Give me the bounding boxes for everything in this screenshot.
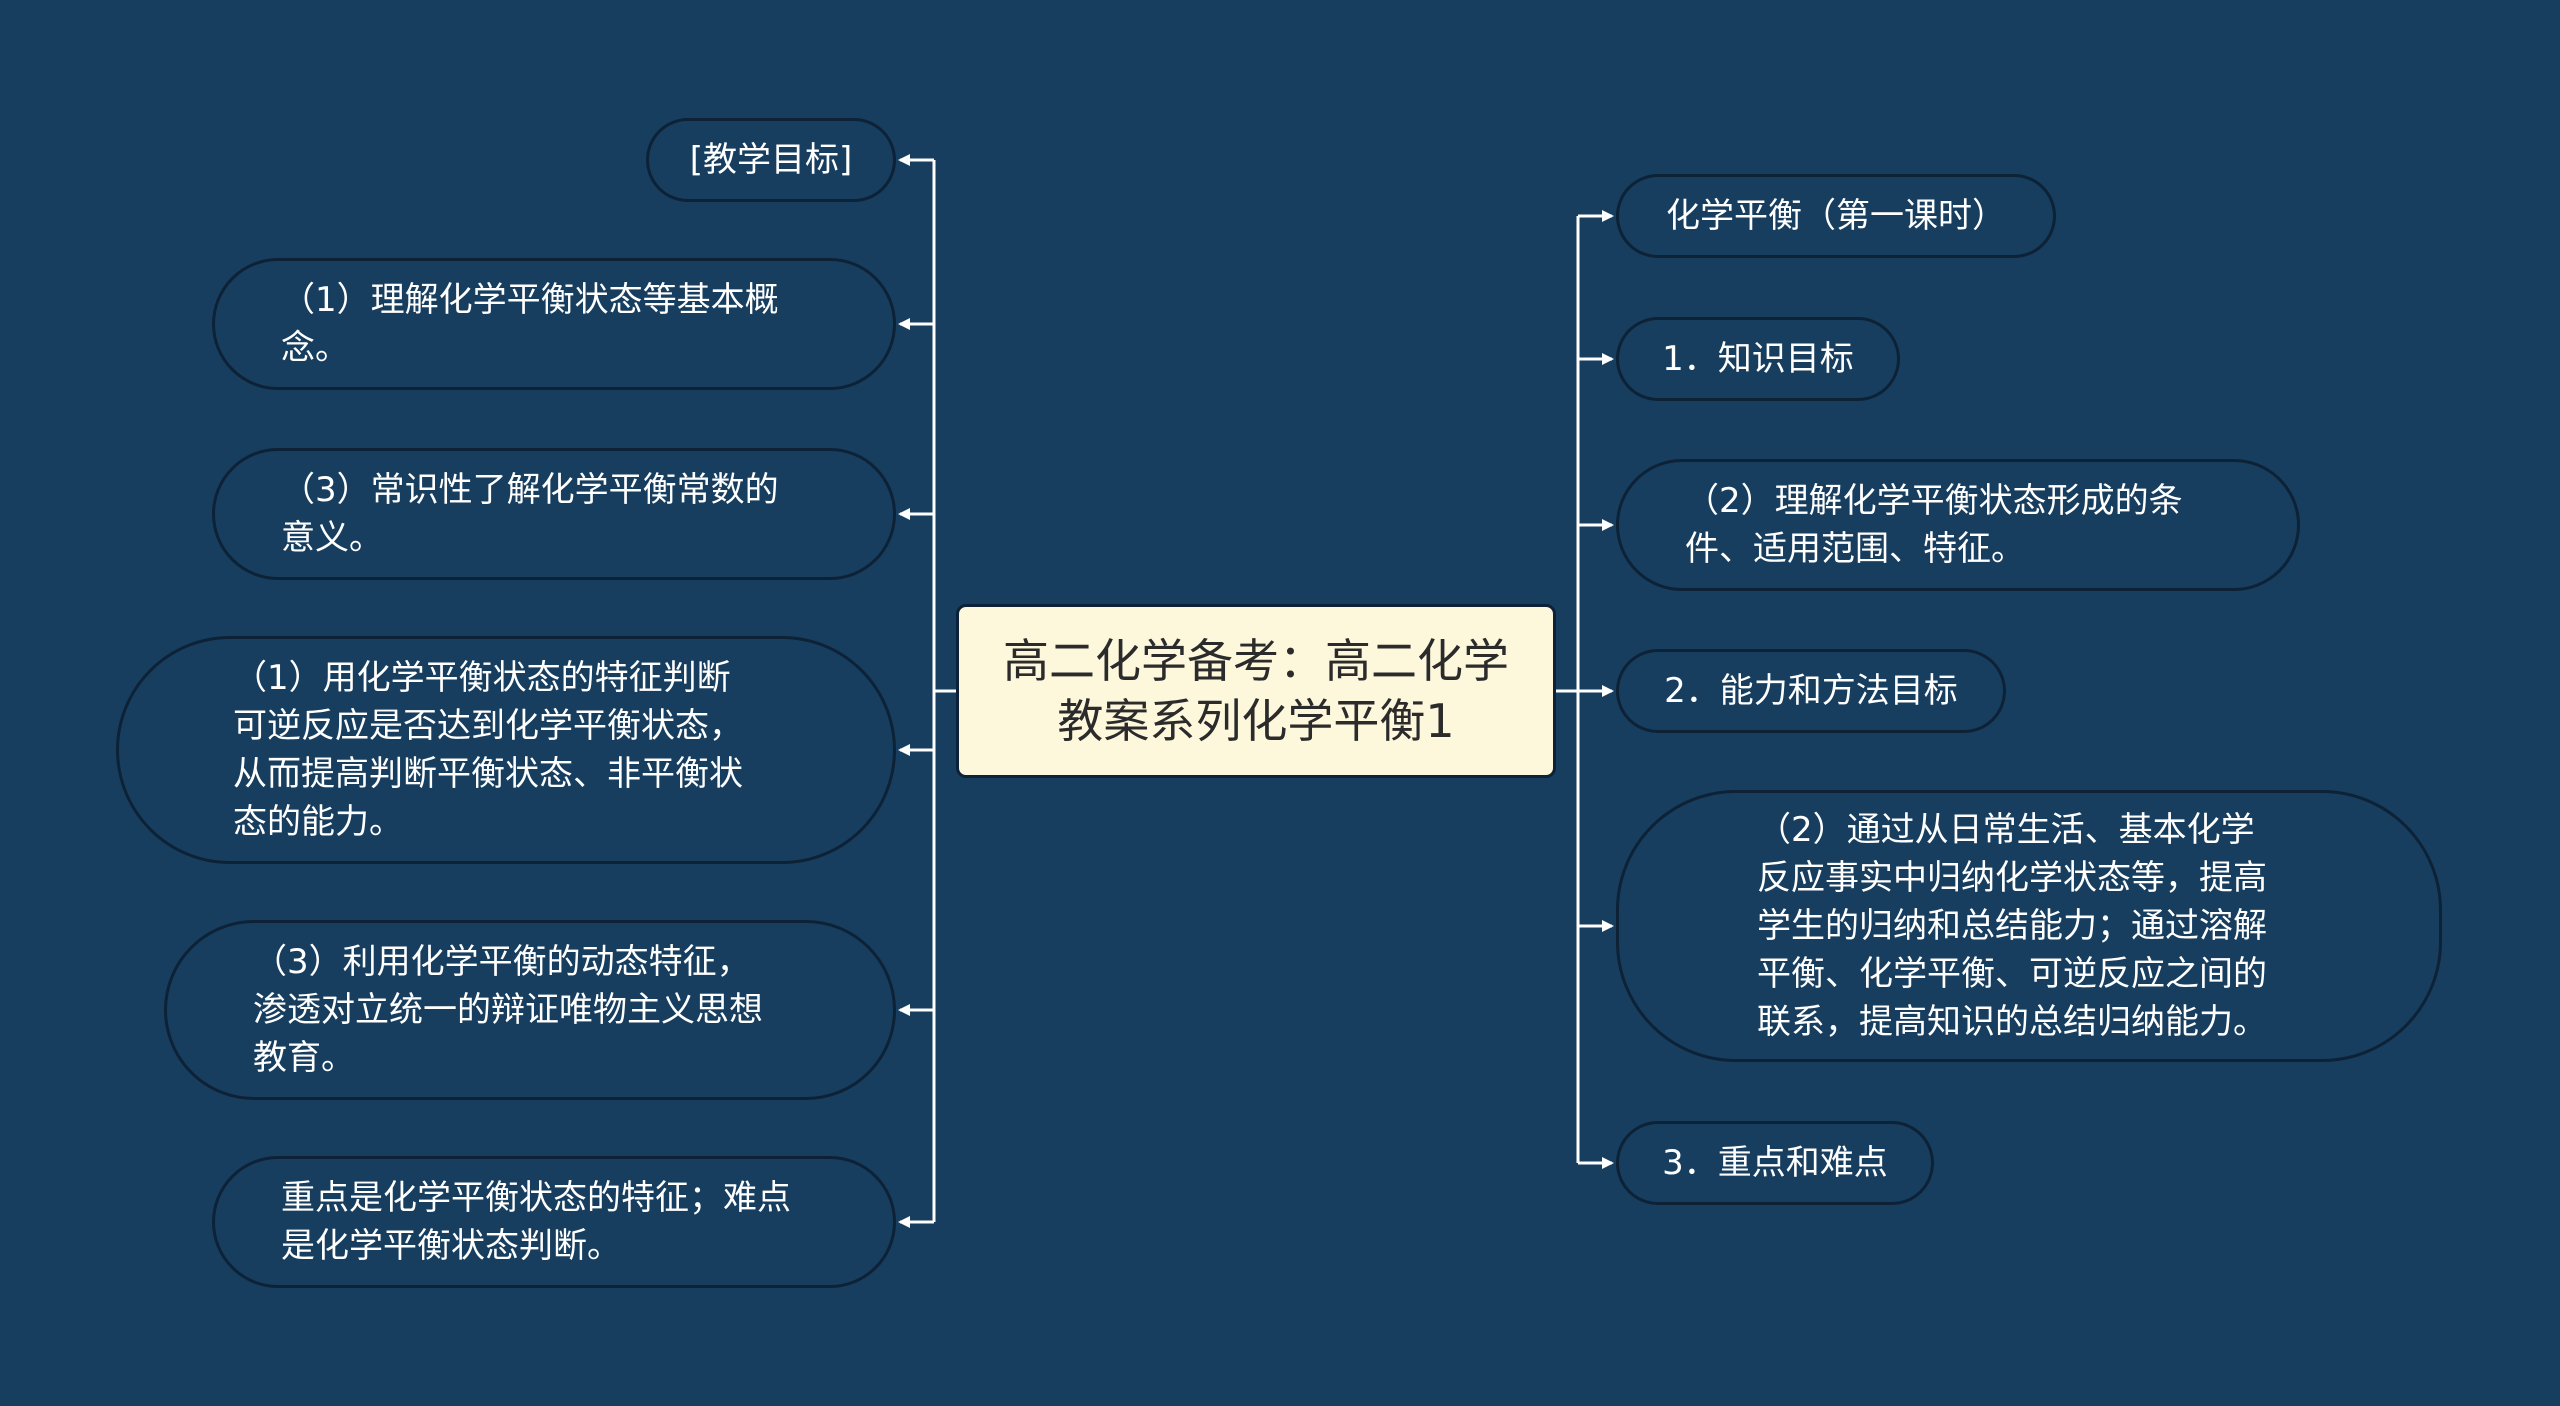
right-node-label: 2．能力和方法目标 — [1664, 671, 1958, 711]
right-node-label: （2）理解化学平衡状态形成的条 件、适用范围、特征。 — [1685, 481, 2183, 569]
right-node-label: 3．重点和难点 — [1662, 1143, 1888, 1183]
left-node-label: [教学目标] — [689, 140, 853, 180]
left-node-label: 重点是化学平衡状态的特征；难点 是化学平衡状态判断。 — [281, 1178, 791, 1266]
right-node-induction-ability[interactable]: （2）通过从日常生活、基本化学 反应事实中归纳化学状态等，提高 学生的归纳和总结… — [1616, 790, 2442, 1062]
right-node-knowledge-goals[interactable]: 1．知识目标 — [1616, 317, 1900, 401]
right-node-ability-goals[interactable]: 2．能力和方法目标 — [1616, 649, 2006, 733]
root-node-label: 高二化学备考：高二化学 教案系列化学平衡1 — [1003, 634, 1509, 748]
left-node-label: （1）理解化学平衡状态等基本概 念。 — [281, 280, 779, 368]
left-node-judge-equilibrium[interactable]: （1）用化学平衡状态的特征判断 可逆反应是否达到化学平衡状态， 从而提高判断平衡… — [116, 636, 896, 864]
left-node-label: （3）利用化学平衡的动态特征， 渗透对立统一的辩证唯物主义思想 教育。 — [253, 942, 763, 1078]
left-node-label: （1）用化学平衡状态的特征判断 可逆反应是否达到化学平衡状态， 从而提高判断平衡… — [233, 658, 743, 842]
right-node-label: （2）通过从日常生活、基本化学 反应事实中归纳化学状态等，提高 学生的归纳和总结… — [1757, 810, 2267, 1042]
right-node-formation-conditions[interactable]: （2）理解化学平衡状态形成的条 件、适用范围、特征。 — [1616, 459, 2300, 591]
left-node-label: （3）常识性了解化学平衡常数的 意义。 — [281, 470, 779, 558]
right-node-label: 化学平衡（第一课时） — [1666, 196, 2006, 236]
left-node-equilibrium-constant[interactable]: （3）常识性了解化学平衡常数的 意义。 — [212, 448, 896, 580]
right-node-key-difficult-points[interactable]: 3．重点和难点 — [1616, 1121, 1934, 1205]
right-node-lesson-title[interactable]: 化学平衡（第一课时） — [1616, 174, 2056, 258]
root-node[interactable]: 高二化学备考：高二化学 教案系列化学平衡1 — [956, 604, 1556, 778]
left-node-dynamic-feature[interactable]: （3）利用化学平衡的动态特征， 渗透对立统一的辩证唯物主义思想 教育。 — [164, 920, 896, 1100]
left-node-understand-concepts[interactable]: （1）理解化学平衡状态等基本概 念。 — [212, 258, 896, 390]
left-node-teaching-goals[interactable]: [教学目标] — [646, 118, 896, 202]
left-node-key-points[interactable]: 重点是化学平衡状态的特征；难点 是化学平衡状态判断。 — [212, 1156, 896, 1288]
right-node-label: 1．知识目标 — [1662, 339, 1854, 379]
